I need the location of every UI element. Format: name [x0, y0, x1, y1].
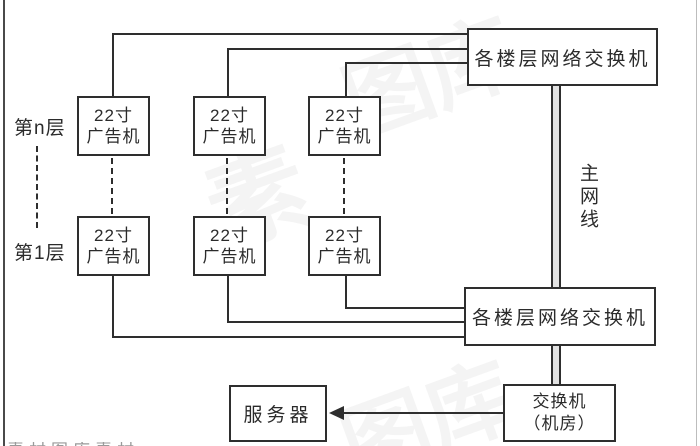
- main-trunk-line-upper: [551, 86, 561, 287]
- ad-machine-name-label: 广告机: [202, 127, 257, 146]
- ad-machine-box-floor-n-1: 22寸 广告机: [77, 96, 150, 156]
- floor-ellipsis-dashed-line: [36, 146, 38, 228]
- switch-to-server-line: [343, 412, 503, 414]
- ad-machine-name-label: 广告机: [86, 127, 141, 146]
- connector-top-col1-horizontal: [112, 33, 468, 35]
- connector-top-col2-horizontal: [227, 48, 468, 50]
- connector-top-col3-horizontal: [345, 62, 468, 64]
- ad-machine-size-label: 22寸: [94, 225, 133, 245]
- connector-bottom-col1-drop: [112, 276, 114, 338]
- connector-bottom-col2-drop: [227, 276, 229, 323]
- floor-switch-bottom-label: 各楼层网络交换机: [471, 308, 648, 329]
- ad-machine-name-label: 广告机: [317, 247, 372, 266]
- floor-1-label: 第1层: [14, 243, 66, 264]
- ad-machine-box-floor-1-3: 22寸 广告机: [308, 216, 381, 276]
- connector-top-col3-riser: [345, 62, 347, 98]
- ad-machine-box-floor-n-2: 22寸 广告机: [193, 96, 266, 156]
- floor-switch-bottom-box: 各楼层网络交换机: [464, 287, 656, 346]
- floor-switch-top-label: 各楼层网络交换机: [474, 48, 651, 70]
- floor-switch-top-box: 各楼层网络交换机: [467, 28, 658, 86]
- connector-top-col2-riser: [227, 48, 229, 98]
- connector-bottom-col3-horizontal: [345, 307, 466, 309]
- column2-dashed-line: [226, 158, 228, 214]
- connector-bottom-col2-horizontal: [227, 321, 466, 323]
- connector-bottom-col1-horizontal: [112, 336, 466, 338]
- ad-machine-size-label: 22寸: [210, 105, 249, 125]
- watermark-bottom-strip: 素材图库素材: [7, 442, 177, 446]
- main-trunk-line-lower: [551, 346, 561, 386]
- arrow-left-icon: [329, 406, 344, 420]
- room-switch-box: 交换机 （机房）: [503, 384, 616, 442]
- right-edge-line: [696, 0, 697, 446]
- ad-machine-box-floor-1-1: 22寸 广告机: [77, 216, 150, 276]
- main-line-label: 主网线: [577, 163, 598, 232]
- ad-machine-size-label: 22寸: [94, 105, 133, 125]
- floor-n-label: 第n层: [14, 118, 66, 139]
- ad-machine-name-label: 广告机: [86, 247, 141, 266]
- server-box: 服务器: [229, 385, 327, 442]
- connector-top-col1-riser: [112, 33, 114, 98]
- column1-dashed-line: [111, 158, 113, 214]
- ad-machine-name-label: 广告机: [317, 127, 372, 146]
- ad-machine-size-label: 22寸: [325, 225, 364, 245]
- ad-machine-name-label: 广告机: [202, 247, 257, 266]
- connector-bottom-col3-drop: [345, 276, 347, 309]
- ad-machine-size-label: 22寸: [210, 225, 249, 245]
- room-switch-name-label: 交换机: [532, 391, 587, 411]
- left-edge-line: [3, 0, 5, 446]
- ad-machine-box-floor-n-3: 22寸 广告机: [308, 96, 381, 156]
- ad-machine-box-floor-1-2: 22寸 广告机: [193, 216, 266, 276]
- column3-dashed-line: [343, 158, 345, 214]
- server-label: 服务器: [243, 405, 313, 426]
- ad-machine-size-label: 22寸: [325, 105, 364, 125]
- room-switch-location-label: （机房）: [523, 414, 596, 433]
